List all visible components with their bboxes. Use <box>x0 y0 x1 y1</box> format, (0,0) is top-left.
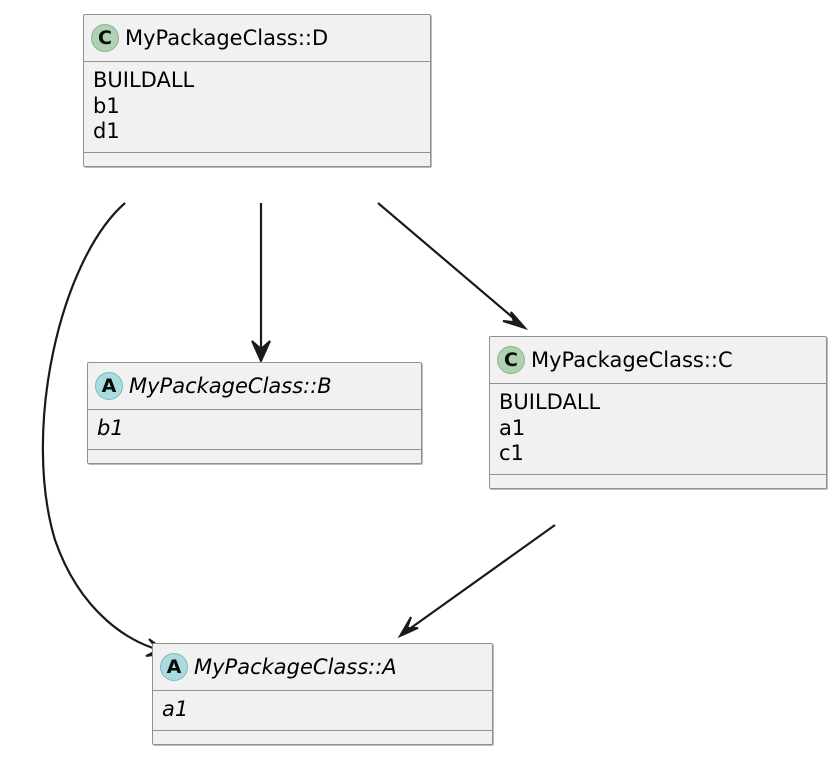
uml-field: a1 <box>162 697 189 721</box>
uml-field: d1 <box>93 119 120 144</box>
uml-class-d-header: C MyPackageClass::D <box>84 15 430 62</box>
uml-field: BUILDALL <box>499 390 601 414</box>
uml-class-a[interactable]: A MyPackageClass::A a1 <box>152 643 493 745</box>
uml-class-b[interactable]: A MyPackageClass::B b1 <box>87 362 422 464</box>
uml-class-b-fields: b1 <box>88 410 421 450</box>
uml-field: a1 <box>499 415 526 440</box>
arrowhead-icon <box>502 311 529 331</box>
edge-line <box>407 524 556 631</box>
uml-class-b-title: MyPackageClass::B <box>129 373 332 398</box>
uml-field: b1 <box>93 93 120 118</box>
edge-line <box>377 202 519 323</box>
arrowhead-icon <box>397 616 419 639</box>
arrowhead-icon <box>251 340 271 364</box>
uml-class-c-title: MyPackageClass::C <box>531 347 733 372</box>
uml-class-a-methods <box>153 731 492 744</box>
uml-class-c-fields: BUILDALL a1 c1 <box>490 384 826 475</box>
uml-class-d-fields: BUILDALL b1 d1 <box>84 62 430 153</box>
class-icon: C <box>497 346 525 374</box>
uml-class-a-title: MyPackageClass::A <box>194 654 397 679</box>
uml-field: BUILDALL <box>93 68 195 92</box>
uml-field: c1 <box>499 441 524 466</box>
uml-class-a-header: A MyPackageClass::A <box>153 644 492 691</box>
uml-class-b-header: A MyPackageClass::B <box>88 363 421 410</box>
uml-class-a-fields: a1 <box>153 691 492 731</box>
uml-class-b-methods <box>88 450 421 463</box>
uml-field: b1 <box>97 416 124 440</box>
class-icon: C <box>91 24 119 52</box>
uml-class-c-methods <box>490 475 826 488</box>
uml-class-d[interactable]: C MyPackageClass::D BUILDALL b1 d1 <box>83 14 431 167</box>
uml-class-c[interactable]: C MyPackageClass::C BUILDALL a1 c1 <box>489 336 827 489</box>
uml-class-d-methods <box>84 153 430 166</box>
abstract-icon: A <box>95 372 123 400</box>
uml-class-d-title: MyPackageClass::D <box>125 25 329 50</box>
uml-class-c-header: C MyPackageClass::C <box>490 337 826 384</box>
abstract-icon: A <box>160 653 188 681</box>
